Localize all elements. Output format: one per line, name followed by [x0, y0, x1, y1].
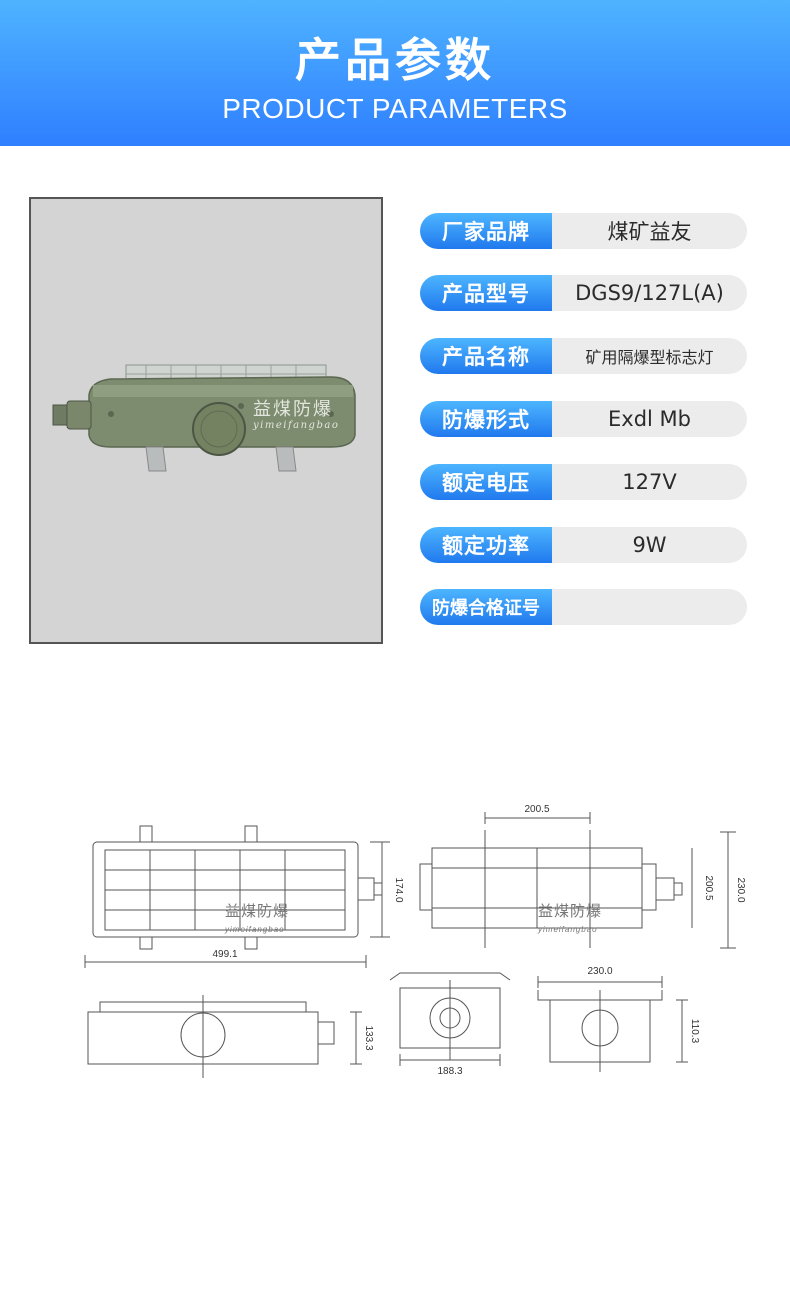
param-label: 防爆合格证号 — [420, 589, 552, 625]
technical-drawings: 499.1 174.0 200.5 200.5 230.0 133.3 188.… — [60, 790, 750, 1094]
param-row-name: 产品名称 矿用隔爆型标志灯 — [420, 338, 747, 374]
param-value: 煤矿益友 — [552, 213, 747, 249]
drawing-watermark-en: yimeifangbao — [224, 925, 285, 934]
dim-end-width: 188.3 — [437, 1066, 462, 1077]
param-value: 矿用隔爆型标志灯 — [552, 338, 747, 374]
header-banner: 产品参数 PRODUCT PARAMETERS — [0, 0, 790, 146]
dim-top-length: 499.1 — [212, 949, 237, 960]
param-label: 厂家品牌 — [420, 213, 552, 249]
drawing-watermark-cn: 益煤防爆 — [225, 903, 289, 920]
dim-plan-height-outer: 230.0 — [735, 877, 746, 902]
drawing-watermark-cn-2: 益煤防爆 — [538, 903, 602, 920]
page-title-cn: 产品参数 — [295, 33, 495, 87]
page-title-en: PRODUCT PARAMETERS — [222, 93, 568, 124]
param-label: 防爆形式 — [420, 401, 552, 437]
dim-top-height: 174.0 — [393, 877, 404, 902]
param-label: 额定功率 — [420, 527, 552, 563]
dim-end2-width: 230.0 — [587, 966, 612, 977]
dim-side-height: 133.3 — [363, 1025, 374, 1050]
param-row-brand: 厂家品牌 煤矿益友 — [420, 213, 747, 249]
dimension-drawing: 499.1 174.0 200.5 200.5 230.0 133.3 188.… — [84, 804, 746, 1078]
drawing-watermark-en-2: yimeifangbao — [537, 925, 598, 934]
dim-plan-height-inner: 200.5 — [703, 875, 714, 900]
param-row-explosion-type: 防爆形式 Exdl Mb — [420, 401, 747, 437]
param-label: 产品名称 — [420, 338, 552, 374]
photo-watermark-en: yimeifangbao — [253, 420, 340, 431]
product-photo: 益煤防爆 yimeifangbao — [29, 197, 383, 644]
param-value — [552, 589, 747, 625]
dim-plan-width: 200.5 — [524, 804, 549, 815]
param-row-voltage: 额定电压 127V — [420, 464, 747, 500]
param-row-certificate: 防爆合格证号 — [420, 589, 747, 625]
param-label: 额定电压 — [420, 464, 552, 500]
param-value: 127V — [552, 464, 747, 500]
param-label: 产品型号 — [420, 275, 552, 311]
param-row-model: 产品型号 DGS9/127L(A) — [420, 275, 747, 311]
dim-end2-height: 110.3 — [689, 1019, 700, 1044]
photo-watermark-cn: 益煤防爆 — [253, 399, 333, 420]
param-value: 9W — [552, 527, 747, 563]
lamp-illustration — [52, 364, 356, 472]
param-value: Exdl Mb — [552, 401, 747, 437]
param-value: DGS9/127L(A) — [552, 275, 747, 311]
param-row-power: 额定功率 9W — [420, 527, 747, 563]
